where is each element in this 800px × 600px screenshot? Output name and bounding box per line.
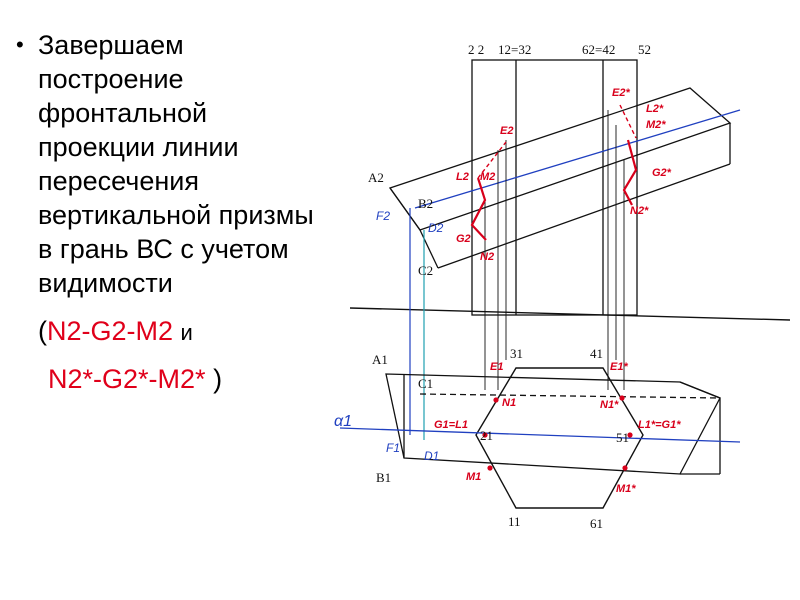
label-G2-star: G2* (652, 167, 672, 179)
label-2-1: 21 (480, 428, 493, 443)
paren-close: ) (213, 364, 223, 394)
label-M2: M2 (480, 171, 495, 183)
label-F1: F1 (386, 441, 400, 455)
label-1-3: 12=32 (498, 42, 531, 57)
sequence-hidden: N2*-G2*-M2* (48, 364, 206, 394)
label-A1: A1 (372, 352, 388, 367)
label-G2: G2 (456, 233, 471, 245)
label-D1: D1 (424, 449, 439, 463)
label-G1-L1: G1=L1 (434, 419, 468, 431)
bullet-item: • Завершаем построение фронтальной проек… (16, 28, 316, 300)
sequence-line-1: (N2-G2-M2 и (38, 314, 316, 350)
label-L1-G1-star: L1*=G1* (638, 419, 681, 431)
main-text: Завершаем построение фронтальной проекци… (38, 30, 314, 298)
axis-line (349, 307, 790, 321)
bullet-dot: • (16, 32, 24, 57)
label-N1-star: N1* (600, 399, 619, 411)
label-6-1: 61 (590, 516, 603, 531)
label-2-2: 2 2 (468, 42, 484, 57)
label-alpha1: α1 (334, 413, 352, 430)
label-M2-star: M2* (646, 119, 666, 131)
intersection-line-frontal (470, 104, 638, 241)
label-4-1: 41 (590, 346, 603, 361)
hexagon-horizontal (475, 367, 644, 509)
label-3-1: 31 (510, 346, 523, 361)
label-1-1: 11 (508, 514, 521, 529)
label-N1: N1 (502, 397, 516, 409)
plane-trace-frontal (414, 109, 741, 209)
paren-open: ( (38, 316, 47, 346)
vertical-prism-frontal (471, 59, 638, 316)
plane-trace-horizontal (339, 427, 741, 443)
label-M1: M1 (466, 471, 481, 483)
label-6-4: 62=42 (582, 42, 615, 57)
projection-drawing: 2 2 12=32 62=42 52 A2 B2 D2 F2 C2 A1 C1 … (334, 42, 790, 531)
slide-text: • Завершаем построение фронтальной проек… (16, 28, 316, 396)
label-5-1: 51 (616, 430, 629, 445)
label-5-2: 52 (638, 42, 651, 57)
inclined-prism-horizontal (385, 373, 721, 475)
label-E2-star: E2* (612, 87, 630, 99)
sequence-line-2: N2*-G2*-M2* ) (48, 362, 316, 396)
label-A2: A2 (368, 170, 384, 185)
label-E1-star: E1* (610, 361, 628, 373)
projection-link-lines (484, 110, 625, 390)
label-L2-star: L2* (646, 103, 664, 115)
label-N2-star: N2* (630, 205, 649, 217)
intersection-points-horizontal (482, 395, 633, 471)
label-F2: F2 (376, 209, 390, 223)
label-C2: C2 (418, 263, 433, 278)
label-D2: D2 (428, 221, 444, 235)
label-M1-star: M1* (616, 483, 636, 495)
conjunction: и (180, 320, 193, 345)
label-E1: E1 (490, 361, 503, 373)
inclined-prism-frontal (388, 87, 732, 269)
label-L2: L2 (456, 171, 469, 183)
label-C1: C1 (418, 376, 433, 391)
label-E2: E2 (500, 125, 513, 137)
label-B1: B1 (376, 470, 391, 485)
label-N2: N2 (480, 251, 494, 263)
sequence-visible: N2-G2-M2 (47, 316, 174, 346)
label-B2: B2 (418, 196, 433, 211)
